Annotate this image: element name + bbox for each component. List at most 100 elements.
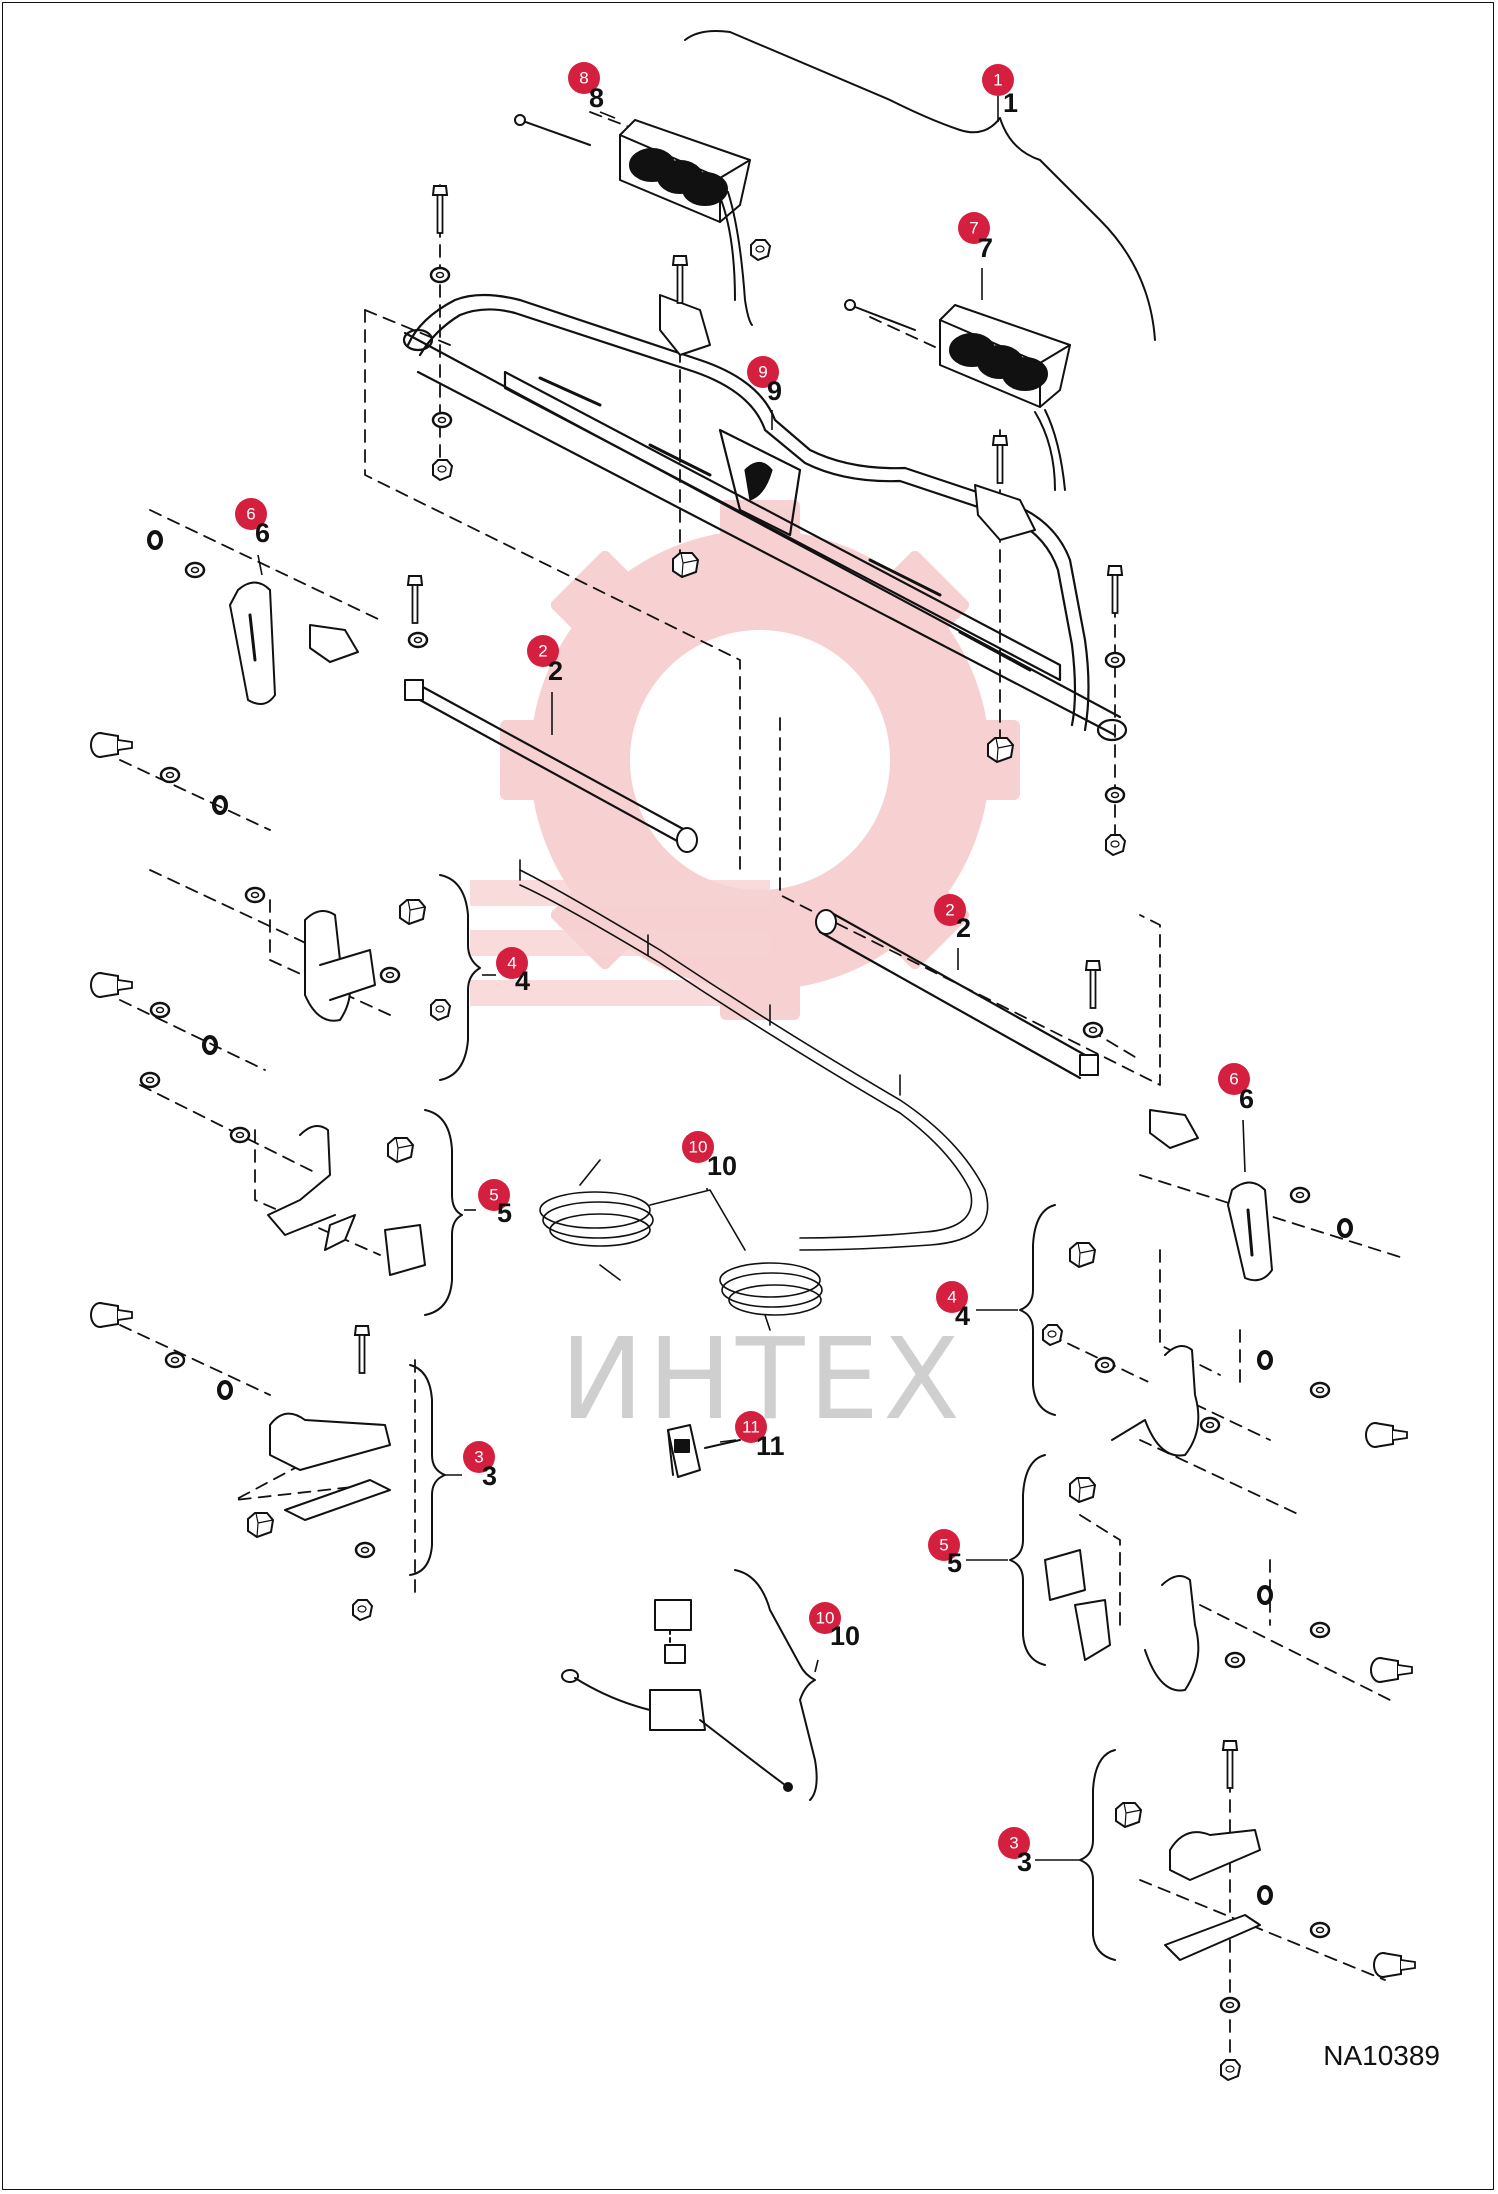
brace-3-right [1079,1749,1116,1961]
part-label-c10b: 10 [814,1621,860,1673]
callout-marker [735,1411,767,1443]
callout-number: 1 [993,71,1002,90]
callout-c7: 7 [958,212,990,244]
callout-number: 10 [689,1138,708,1157]
callout-c6b: 6 [1218,1063,1250,1095]
callout-marker [235,498,267,530]
clamp-bracket-5-left [267,1125,336,1236]
part-label-text: 7 [978,233,993,263]
part-label-text: 10 [707,1151,737,1181]
light-mount-lower [974,484,1036,541]
part-label-text: 3 [1017,1847,1032,1877]
callout-number: 8 [579,69,588,88]
part-label-c11: 11 [719,1431,785,1461]
light-bar [402,293,1128,742]
part-label-text: 6 [255,518,270,548]
leader-line [719,1439,737,1443]
part-label-text: 4 [955,1301,970,1331]
fuse-harness [561,1599,793,1792]
callout-number: 3 [1009,1834,1018,1853]
rocker-switch [667,1424,741,1478]
callout-number: 9 [758,363,767,382]
part-label-text: 2 [956,913,971,943]
callout-c8: 8 [568,62,600,94]
work-light-lower [844,299,1071,491]
part-label-text: 1 [1003,88,1018,118]
brace-4-right [1019,1204,1056,1416]
callout-number: 6 [1229,1070,1238,1089]
crossbar-lower [815,909,1099,1080]
callout-marker [747,356,779,388]
callout-marker [496,947,528,979]
callout-number: 2 [538,642,547,661]
part-label-c8: 8 [589,83,616,119]
part-label-c2a: 2 [548,656,563,735]
part-label-c3b: 3 [1017,1847,1080,1877]
callout-c9: 9 [747,356,779,388]
leader-line [1242,1119,1246,1173]
callout-number: 11 [742,1418,760,1437]
callout-marker [958,212,990,244]
callout-marker [478,1179,510,1211]
part-label-text: 8 [589,83,604,113]
part-label-c5a: 5 [464,1198,512,1228]
callout-number: 5 [489,1186,498,1205]
light-mount-upper [659,294,711,356]
crossbar-upper [404,678,698,853]
callout-c1: 1 [982,64,1014,96]
part-label-c1: 1 [997,88,1018,122]
part-label-c2b: 2 [956,913,971,970]
dashed-lines [119,111,1401,2071]
callout-number: 4 [947,1288,956,1307]
angle-bracket-3-right [1169,1829,1261,1881]
callout-c11: 11 [735,1411,767,1443]
callout-number: 3 [474,1448,483,1467]
part-label-text: 6 [1239,1084,1254,1114]
drawing-number: NA10389 [1323,2040,1440,2071]
callout-marker [928,1529,960,1561]
part-label-c6b: 6 [1239,1084,1254,1173]
part-label-c3a: 3 [445,1461,497,1491]
part-label-text: 9 [767,376,782,406]
leader-line [814,1659,819,1673]
callout-marker [682,1131,714,1163]
part-label-text: 5 [947,1548,962,1578]
callout-c10a: 10 [682,1131,714,1163]
callout-number: 10 [816,1609,835,1628]
watermark-gear [470,500,1020,1020]
part-label-text: 4 [515,966,530,996]
callout-marker [527,635,559,667]
callout-marker [463,1441,495,1473]
watermark: ИНТЕХ [470,500,1020,1445]
part-label-text: 5 [497,1198,512,1228]
part-label-text: 11 [756,1431,785,1461]
part-label-c7: 7 [978,233,993,300]
callout-c4a: 4 [496,947,528,979]
wire-harness [519,859,989,1331]
leader-line [257,554,263,576]
callout-number: 2 [945,901,954,920]
part-label-c6a: 6 [255,518,270,576]
callout-c5a: 5 [478,1179,510,1211]
angle-bracket-3-left [269,1412,391,1471]
callout-c3b: 3 [998,1827,1030,1859]
part-label-c4b: 4 [955,1301,1018,1331]
callout-number: 5 [939,1536,948,1555]
work-light-upper [514,114,753,326]
part-label-text: 3 [482,1461,497,1491]
brace-5-right [1009,1454,1046,1666]
part-label-c4a: 4 [482,966,530,996]
callout-marker [568,62,600,94]
callout-marker [982,64,1014,96]
callout-c10b: 10 [809,1602,841,1634]
callout-marker [1218,1063,1250,1095]
callout-c3a: 3 [463,1441,495,1473]
part-label-c10a: 10 [706,1151,737,1190]
callout-c2b: 2 [934,894,966,926]
clamp-bracket-4-right [1111,1345,1200,1457]
callout-c5b: 5 [928,1529,960,1561]
